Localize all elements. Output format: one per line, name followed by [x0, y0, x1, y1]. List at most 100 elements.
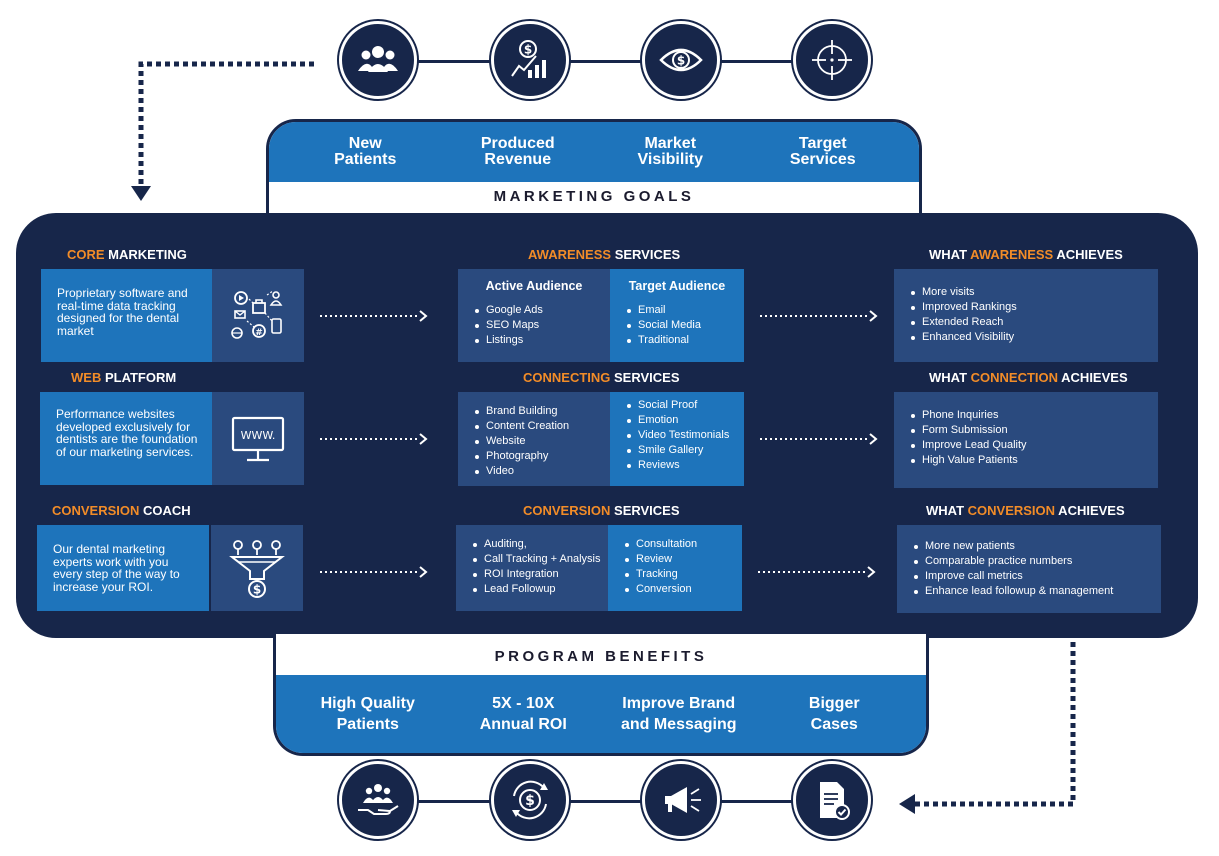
core-marketing-description: Proprietary software and real-time data … — [41, 269, 213, 362]
list-item: Improve Lead Quality — [910, 438, 1148, 453]
arrow-conversion-coach-to-services — [320, 566, 428, 578]
group-people-icon — [339, 21, 417, 99]
connection-achieves-box: Phone Inquiries Form Submission Improve … — [894, 392, 1158, 488]
list-item: Website — [474, 434, 602, 449]
web-platform-heading: WEB PLATFORM — [71, 370, 177, 385]
www-monitor-icon: WWW. — [212, 392, 304, 485]
list-item: Social Proof — [626, 398, 736, 413]
list-item: Brand Building — [474, 404, 602, 419]
svg-text:WWW.: WWW. — [241, 429, 276, 442]
active-audience-title: Active Audience — [485, 279, 583, 293]
list-item: Lead Followup — [472, 582, 600, 597]
list-item: Video — [474, 464, 602, 479]
list-item: Photography — [474, 449, 602, 464]
hand-people-icon — [339, 761, 417, 839]
data-tracking-icon: # — [212, 269, 304, 362]
target-audience-box: Target Audience Email Social Media Tradi… — [610, 269, 744, 362]
arrow-core-to-awareness — [320, 310, 428, 322]
list-item: Conversion — [624, 582, 734, 597]
list-item: ROI Integration — [472, 567, 600, 582]
conversion-left-box: Auditing, Call Tracking + Analysis ROI I… — [456, 525, 608, 611]
list-item: Improve call metrics — [913, 569, 1151, 584]
svg-text:$: $ — [524, 43, 532, 57]
arrow-connecting-to-achieves — [760, 433, 878, 445]
awareness-achieves-box: More visits Improved Rankings Extended R… — [894, 269, 1158, 362]
conversion-services-heading: CONVERSION SERVICES — [523, 503, 680, 518]
list-item: Social Media — [626, 318, 736, 333]
conversion-coach-heading: CONVERSION COACH — [52, 503, 191, 518]
list-item: Enhance lead followup & management — [913, 584, 1151, 599]
list-item: Call Tracking + Analysis — [472, 552, 600, 567]
conversion-achieves-heading: WHAT CONVERSION ACHIEVES — [926, 503, 1125, 518]
svg-text:$: $ — [253, 583, 261, 597]
list-item: Reviews — [626, 458, 736, 473]
dollar-cycle-icon: $ — [491, 761, 569, 839]
list-item: Video Testimonials — [626, 428, 736, 443]
document-check-icon — [793, 761, 871, 839]
conversion-coach-description: Our dental marketing experts work with y… — [37, 525, 209, 611]
target-audience-title: Target Audience — [628, 279, 726, 293]
arrow-conversion-to-achieves — [758, 566, 876, 578]
marketing-goals-label: MARKETING GOALS — [493, 188, 695, 205]
core-marketing-heading: CORE MARKETING — [67, 247, 187, 262]
list-item: Review — [624, 552, 734, 567]
list-item: Google Ads — [474, 303, 602, 318]
program-benefits-label: PROGRAM BENEFITS — [494, 648, 708, 665]
svg-text:$: $ — [525, 793, 535, 809]
list-item: Enhanced Visibility — [910, 330, 1148, 345]
bottom-right-dotted-connector — [899, 642, 1076, 814]
crosshair-target-icon — [793, 21, 871, 99]
conversion-achieves-box: More new patients Comparable practice nu… — [897, 525, 1161, 613]
list-item: Improved Rankings — [910, 300, 1148, 315]
list-item: Consultation — [624, 537, 734, 552]
list-item: Traditional — [626, 333, 736, 348]
list-item: Content Creation — [474, 419, 602, 434]
bottom-icon-connector-line — [378, 800, 833, 803]
top-icon-connector-line — [378, 60, 833, 63]
arrow-awareness-to-achieves — [760, 310, 878, 322]
list-item: Email — [626, 303, 736, 318]
megaphone-icon — [642, 761, 720, 839]
list-item: High Value Patients — [910, 453, 1148, 468]
list-item: Emotion — [626, 413, 736, 428]
list-item: Phone Inquiries — [910, 408, 1148, 423]
connecting-right-box: Social Proof Emotion Video Testimonials … — [610, 392, 744, 486]
list-item: Listings — [474, 333, 602, 348]
list-item: Smile Gallery — [626, 443, 736, 458]
svg-text:$: $ — [677, 54, 685, 68]
visibility-eye-icon: $ — [642, 21, 720, 99]
awareness-services-heading: AWARENESS SERVICES — [528, 247, 681, 262]
revenue-chart-icon: $ — [491, 21, 569, 99]
list-item: SEO Maps — [474, 318, 602, 333]
list-item: More new patients — [913, 539, 1151, 554]
list-item: More visits — [910, 285, 1148, 300]
connection-achieves-heading: WHAT CONNECTION ACHIEVES — [929, 370, 1128, 385]
top-left-dotted-connector — [131, 61, 314, 201]
list-item: Form Submission — [910, 423, 1148, 438]
list-item: Tracking — [624, 567, 734, 582]
active-audience-box: Active Audience Google Ads SEO Maps List… — [458, 269, 610, 362]
list-item: Extended Reach — [910, 315, 1148, 330]
funnel-dollar-icon: $ — [211, 525, 303, 611]
web-platform-description: Performance websites developed exclusive… — [40, 392, 212, 485]
list-item: Comparable practice numbers — [913, 554, 1151, 569]
arrow-web-to-connecting — [320, 433, 428, 445]
connecting-left-box: Brand Building Content Creation Website … — [458, 392, 610, 486]
awareness-achieves-heading: WHAT AWARENESS ACHIEVES — [929, 247, 1123, 262]
conversion-right-box: Consultation Review Tracking Conversion — [608, 525, 742, 611]
list-item: Auditing, — [472, 537, 600, 552]
connecting-services-heading: CONNECTING SERVICES — [523, 370, 680, 385]
svg-text:#: # — [255, 328, 263, 338]
